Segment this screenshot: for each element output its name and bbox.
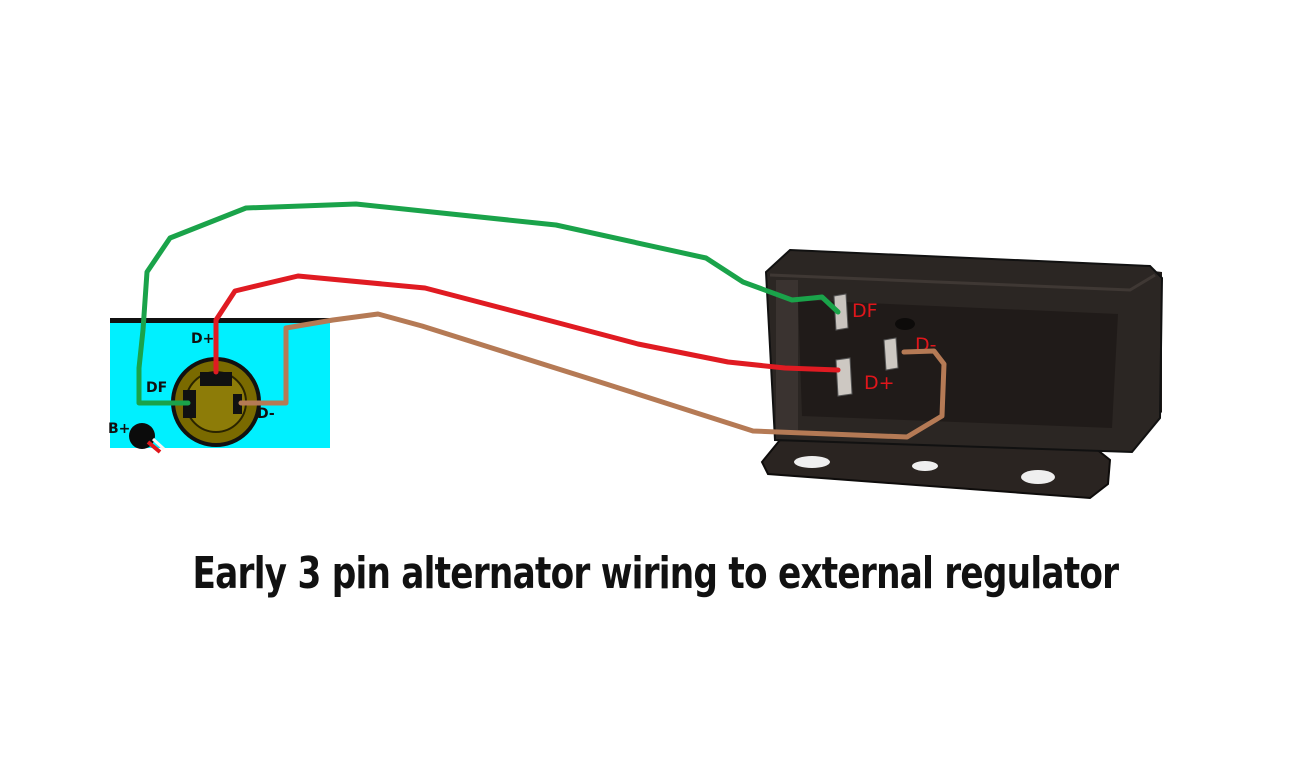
regulator-mount-hole-left: [794, 456, 830, 468]
regulator-left-wall: [776, 280, 798, 430]
external-regulator: DF D+ D-: [760, 248, 1164, 500]
df-wire: [136, 201, 841, 406]
alternator-label-d-minus: D-: [257, 406, 275, 422]
regulator-label-df: DF: [852, 300, 878, 322]
regulator-d-minus-spade: [883, 337, 899, 371]
regulator-top-rim: [769, 273, 1156, 292]
alternator-b-plus-stub-white: [151, 437, 166, 451]
alternator-panel-top-edge: [110, 318, 330, 323]
regulator-df-spade: [833, 293, 849, 331]
diagram-caption: Early 3 pin alternator wiring to externa…: [192, 548, 1120, 599]
alternator-label-b-plus: B+: [108, 421, 130, 437]
regulator-label-d-plus: D+: [864, 372, 895, 394]
regulator-d-plus-spade: [835, 357, 853, 397]
d-plus-wire: [213, 273, 841, 375]
d-minus-wire: [238, 311, 947, 440]
wires: [136, 201, 947, 440]
regulator-empty-socket: [895, 318, 915, 330]
alternator-d-plus-pin: [200, 372, 232, 386]
regulator-mount-hole-mid: [912, 461, 938, 471]
alternator-label-d-plus: D+: [191, 331, 214, 347]
regulator-mount-hole-right: [1021, 470, 1055, 484]
alternator-label-df: DF: [146, 380, 167, 396]
alternator-b-plus-stub-red: [146, 440, 162, 454]
alternator-d-minus-pin: [233, 394, 242, 414]
regulator-inner-well: [798, 300, 1118, 428]
